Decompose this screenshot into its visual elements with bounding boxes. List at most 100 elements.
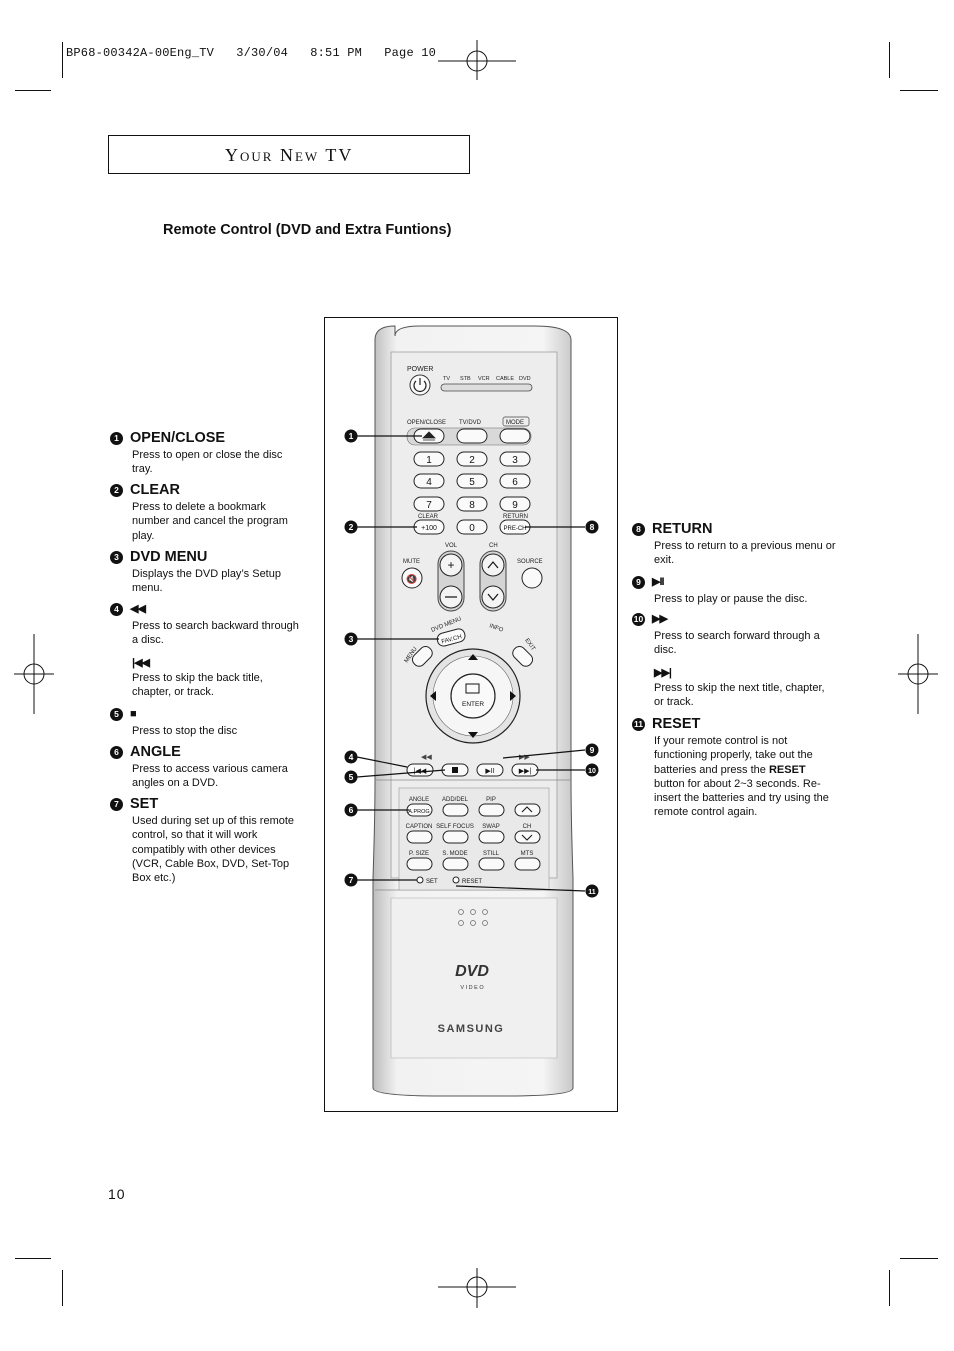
item-desc: Press to stop the disc (132, 725, 238, 737)
callout-number: 11 (632, 717, 645, 731)
reset-label: RESET (462, 879, 482, 885)
callout-number: 1 (110, 431, 123, 445)
fav-ch-button (436, 628, 466, 647)
item-desc: Press to return to a previous menu or ex… (654, 540, 836, 567)
crop-mark (900, 90, 938, 91)
reset-button (452, 876, 460, 884)
open-close-label: OPEN/CLOSE (407, 420, 446, 426)
item-angle: 6 ANGLE Press to access various camera an… (110, 744, 300, 791)
item-title: SET (130, 796, 159, 812)
digit-4: 4 (426, 477, 432, 488)
fav-ch-label: FAV.CH (441, 634, 463, 645)
item-title: ANGLE (130, 744, 181, 760)
menu-button (411, 645, 433, 667)
zero-button (456, 519, 488, 535)
item-desc: Press to play or pause the disc. (654, 593, 808, 605)
mute-button (401, 567, 423, 589)
enter-label: ENTER (462, 701, 484, 708)
mode-label-stb: STB (460, 376, 471, 382)
registration-mark-bottom (438, 1268, 516, 1308)
power-label: POWER (407, 366, 433, 373)
pip-label: PIP (486, 797, 496, 803)
crop-mark (62, 1270, 63, 1306)
item-title: RETURN (652, 521, 713, 537)
enter-button (450, 673, 496, 719)
callout-number: 2 (110, 483, 123, 497)
set-button (416, 876, 424, 884)
remote-illustration-frame (324, 317, 618, 1112)
angle-label: ANGLE (409, 797, 429, 803)
callout-6: 6 (349, 805, 354, 815)
callout-8: 8 (590, 522, 595, 532)
callout-10: 10 (588, 768, 596, 775)
reset-desc-part: button for about 2~3 seconds. Re-insert … (654, 777, 829, 819)
ch-label: CH (489, 543, 498, 549)
mode-selector (440, 383, 533, 392)
item-stop: 5■ Press to stop the disc (110, 706, 300, 738)
item-desc: Press to open or close the disc tray. (132, 449, 283, 476)
crop-mark (889, 42, 890, 78)
registration-mark-right (898, 634, 938, 714)
item-desc: If your remote control is not functionin… (654, 734, 837, 820)
mode-label-dvd: DVD (519, 376, 531, 382)
item-desc: Press to access various camera angles on… (132, 763, 288, 790)
item-desc: Displays the DVD play’s Setup menu. (132, 568, 281, 595)
swap-label: SWAP (482, 824, 499, 830)
callout-number: 8 (632, 522, 645, 536)
mts-label: MTS (521, 851, 534, 857)
item-set: 7 SET Used during set up of this remote c… (110, 796, 300, 885)
exit-button (512, 645, 534, 667)
skip-back-icon: |◀◀ (132, 656, 150, 669)
crop-mark (900, 1258, 938, 1259)
fast-forward-icon: ▶▶ (652, 613, 668, 625)
caption-label: CAPTION (406, 824, 433, 830)
item-title: OPEN/CLOSE (130, 430, 226, 446)
ch2-label: CH (523, 824, 532, 830)
callout-number: 6 (110, 745, 123, 759)
mode-label: MODE (506, 420, 524, 426)
item-play-pause: 9▶II Press to play or pause the disc. (632, 574, 837, 606)
play-pause-button (476, 763, 504, 777)
vol-label: VOL (445, 543, 458, 549)
svg-text:◀◀: ◀◀ (421, 754, 432, 761)
crop-mark (62, 42, 63, 78)
callout-4: 4 (349, 752, 354, 762)
still-label: STILL (483, 851, 500, 857)
callout-7: 7 (349, 875, 354, 885)
chapter-title: Your New TV (225, 145, 354, 165)
callout-11: 11 (588, 889, 596, 896)
digit-3: 3 (512, 455, 518, 466)
source-button (521, 567, 543, 589)
crop-mark (15, 90, 51, 91)
callout-number: 7 (110, 797, 123, 811)
svg-text:▶▶: ▶▶ (519, 754, 530, 761)
svg-text:▶II: ▶II (485, 768, 494, 775)
digit-7: 7 (426, 500, 432, 511)
mode-label-vcr: VCR (478, 376, 490, 382)
digit-0: 0 (469, 523, 475, 534)
item-desc: Press to delete a bookmark number and ca… (132, 501, 288, 542)
svg-text:🔇: 🔇 (406, 573, 417, 584)
chapter-title-box: Your New TV (108, 135, 470, 174)
s-mode-label: S. MODE (442, 851, 467, 857)
dvd-video-label: V I D E O (460, 985, 484, 991)
callout-9: 9 (590, 745, 595, 755)
p-size-label: P. SIZE (409, 851, 429, 857)
item-desc: Used during set up of this remote contro… (132, 815, 295, 885)
return-label: RETURN (503, 514, 528, 520)
digit-8: 8 (469, 500, 475, 511)
item-return: 8 RETURN Press to return to a previous me… (632, 521, 837, 568)
page-number: 10 (108, 1186, 126, 1202)
item-desc: Press to search backward through a disc. (132, 620, 299, 647)
crop-mark (15, 1258, 51, 1259)
plus100-label: +100 (421, 525, 437, 532)
callout-number: 10 (632, 612, 645, 626)
add-del-label: ADD/DEL (442, 797, 469, 803)
item-rewind: 4◀◀ Press to search backward through a d… (110, 601, 300, 699)
digit-5: 5 (469, 477, 475, 488)
svg-text:▶▶|: ▶▶| (519, 768, 532, 775)
mode-label-cable: CABLE (496, 376, 514, 382)
